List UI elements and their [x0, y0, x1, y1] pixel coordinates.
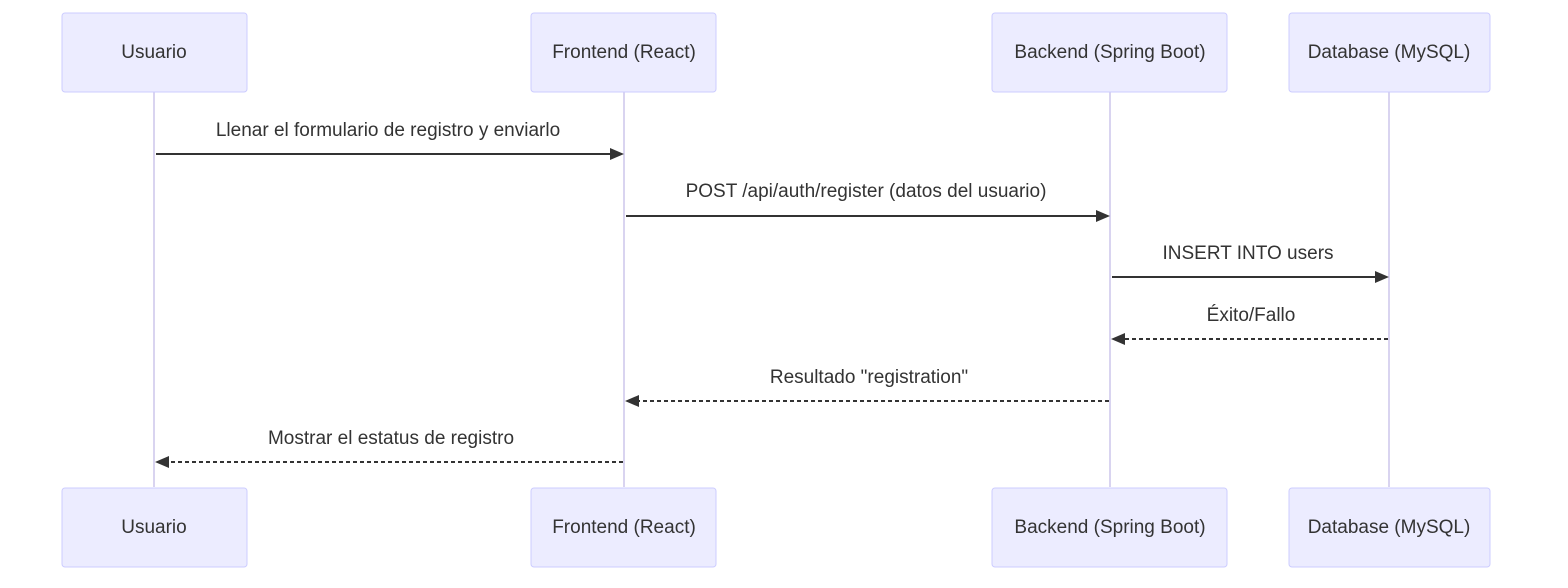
actor-label: Backend (Spring Boot): [1014, 517, 1205, 538]
message-2: POST /api/auth/register (datos del usuar…: [626, 181, 1110, 222]
arrowhead-right-icon: [1375, 271, 1389, 283]
message-1: Llenar el formulario de registro y envia…: [156, 120, 624, 160]
message-label: Mostrar el estatus de registro: [268, 428, 514, 449]
message-label: POST /api/auth/register (datos del usuar…: [686, 181, 1047, 202]
message-label: Llenar el formulario de registro y envia…: [216, 120, 560, 141]
arrowhead-left-icon: [625, 395, 639, 407]
message-3: INSERT INTO users: [1112, 243, 1389, 283]
actor-database-bottom: Database (MySQL): [1288, 487, 1491, 568]
message-6: Mostrar el estatus de registro: [155, 428, 623, 468]
message-4: Éxito/Fallo: [1111, 305, 1388, 345]
actor-label: Usuario: [121, 42, 186, 63]
actor-frontend-top: Frontend (React): [530, 12, 717, 93]
arrowhead-left-icon: [1111, 333, 1125, 345]
message-label: INSERT INTO users: [1162, 243, 1333, 264]
message-label: Resultado "registration": [770, 367, 968, 388]
arrowhead-left-icon: [155, 456, 169, 468]
actor-label: Frontend (React): [552, 517, 696, 538]
actor-label: Database (MySQL): [1308, 517, 1471, 538]
arrowhead-right-icon: [1096, 210, 1110, 222]
actor-database-top: Database (MySQL): [1288, 12, 1491, 93]
actor-backend-top: Backend (Spring Boot): [991, 12, 1228, 93]
actor-backend-bottom: Backend (Spring Boot): [991, 487, 1228, 568]
actor-label: Database (MySQL): [1308, 42, 1471, 63]
actor-label: Frontend (React): [552, 42, 696, 63]
actor-label: Usuario: [121, 517, 186, 538]
arrowhead-right-icon: [610, 148, 624, 160]
actor-frontend-bottom: Frontend (React): [530, 487, 717, 568]
actor-usuario-bottom: Usuario: [61, 487, 248, 568]
actor-usuario-top: Usuario: [61, 12, 248, 93]
message-5: Resultado "registration": [625, 367, 1109, 407]
actor-label: Backend (Spring Boot): [1014, 42, 1205, 63]
message-label: Éxito/Fallo: [1207, 305, 1296, 326]
